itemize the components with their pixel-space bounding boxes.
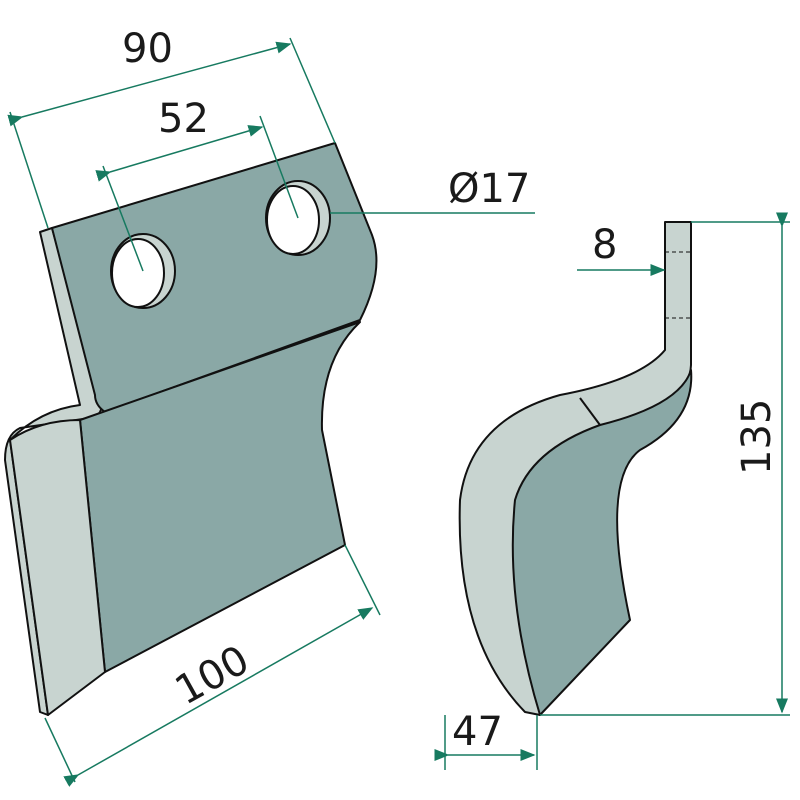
- dim-hole-diameter: Ø17: [448, 166, 530, 212]
- dim-hole-spacing: 52: [158, 96, 209, 142]
- dim-bottom-width: 100: [168, 637, 257, 714]
- dim-thickness: 8: [592, 222, 617, 268]
- blade-side-view: [458, 221, 693, 716]
- blade-front-view: [4, 142, 378, 716]
- dimension-lines: [7, 37, 790, 787]
- dim-depth: 47: [452, 709, 503, 755]
- dim-width-total: 90: [122, 26, 173, 72]
- dim-height: 135: [734, 399, 780, 475]
